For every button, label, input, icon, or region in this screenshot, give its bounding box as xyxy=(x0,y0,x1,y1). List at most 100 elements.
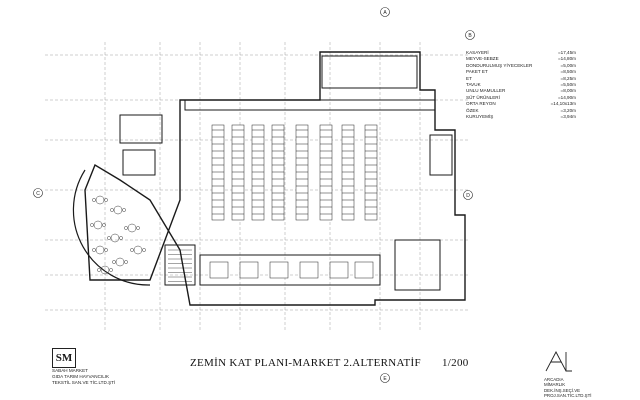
building-outline xyxy=(72,51,466,306)
client-logo: SM xyxy=(52,348,76,368)
axis-bubble: B xyxy=(465,30,475,40)
axis-bubble: D xyxy=(463,190,473,200)
legend-label: ET xyxy=(466,75,472,81)
legend-label: SÜT ÜRÜNLERİ xyxy=(466,94,500,100)
cafe-table xyxy=(110,233,120,243)
cafe-chair xyxy=(97,268,101,272)
entrance-lobby xyxy=(394,239,441,291)
cafe-table xyxy=(95,195,105,205)
back-counter xyxy=(184,99,436,111)
legend-value: =8,25m xyxy=(560,75,576,81)
axis-bubble-circle xyxy=(463,190,473,200)
axis-bubble-circle xyxy=(380,7,390,17)
architect-line-2: MİMARLIK xyxy=(544,382,566,388)
shelving-aisles xyxy=(209,124,378,279)
legend-value: =5,00m xyxy=(560,62,576,68)
drawing-scale: 1/200 xyxy=(441,357,469,369)
legend-row: MEYVE-SEBZE =14,80m xyxy=(466,56,576,62)
legend-label: MEYVE-SEBZE xyxy=(466,56,499,62)
cafe-chair xyxy=(107,236,111,240)
curved-facade xyxy=(72,169,151,286)
shelf-unit xyxy=(319,124,333,221)
legend-label: ORTA REYON xyxy=(466,101,496,107)
legend-row: PAKET ET=8,50m xyxy=(466,69,576,75)
drawing-title-text: ZEMİN KAT PLANI-MARKET 2.ALTERNATİF xyxy=(190,357,421,369)
legend-row: SÜT ÜRÜNLERİ =14,90m xyxy=(466,95,576,101)
drawing-title: ZEMİN KAT PLANI-MARKET 2.ALTERNATİF 1/20… xyxy=(190,357,469,369)
legend-label: DONDURULMUŞ YİYECEKLER xyxy=(466,62,533,68)
legend-row: KASAYERİ=17,45m xyxy=(466,50,576,56)
legend-row: ET =8,25m xyxy=(466,76,576,82)
legend-label: PAKET ET xyxy=(466,69,488,75)
store-room xyxy=(122,149,156,176)
checkout-counter xyxy=(329,261,349,279)
architect-logo-icon xyxy=(545,351,572,372)
legend-row: ÖZEK =3,20m xyxy=(466,108,576,114)
axis-bubble: E xyxy=(380,373,390,383)
legend-value: =14,90m xyxy=(557,94,576,100)
architect-name: ARCADIA xyxy=(544,377,564,382)
client-line-3: TEKSTİL SAN.VE TİC.LTD.ŞTİ xyxy=(52,380,116,385)
legend-value: =3,20m xyxy=(560,107,576,113)
shelf-unit xyxy=(295,124,309,221)
cafe-table xyxy=(93,220,103,230)
legend-value: =5,50m xyxy=(560,82,576,88)
legend-label: KURUYEMİŞ xyxy=(466,114,494,120)
shelf-unit xyxy=(211,124,225,221)
cafe-table xyxy=(127,223,137,233)
cafe-chair xyxy=(124,226,128,230)
side-room xyxy=(429,134,453,176)
cafe-chair xyxy=(92,248,96,252)
checkout-counter xyxy=(299,261,319,279)
legend-value: =3,94m xyxy=(560,114,576,120)
client-block: SM SABAH MARKET GIDA TARIM HAYVANCILIK T… xyxy=(52,348,172,386)
legend-label: UNLU MAMULLER xyxy=(466,88,506,94)
checkout-zone xyxy=(199,254,381,286)
axis-bubble-circle xyxy=(465,30,475,40)
cafe-chair xyxy=(102,223,106,227)
axis-bubble-label: D xyxy=(466,193,470,199)
cafe-chair xyxy=(124,260,128,264)
axis-bubble-label: E xyxy=(383,376,387,382)
checkout-counter xyxy=(209,261,229,279)
axis-bubble-label: B xyxy=(468,33,472,39)
cafe-chair xyxy=(142,248,146,252)
cafe-chair xyxy=(104,198,108,202)
shelf-unit xyxy=(271,124,285,221)
cafe-chair xyxy=(119,236,123,240)
legend-row: ORTA REYON=14,10x13m xyxy=(466,101,576,107)
cafe-chair xyxy=(122,208,126,212)
shelf-unit xyxy=(364,124,378,221)
architect-block: ARCADIA MİMARLIK DEK.İNŞ.SEÇİ.VE PROJ.SA… xyxy=(544,350,614,399)
cafe-chair xyxy=(136,226,140,230)
axis-bubble-label: A xyxy=(383,10,387,16)
cafe-table xyxy=(95,245,105,255)
office-room xyxy=(119,114,163,144)
cafe-chair xyxy=(90,223,94,227)
legend-row: UNLU MAMULLER=8,00m xyxy=(466,88,576,94)
cafe-chair xyxy=(110,208,114,212)
shelf-unit xyxy=(231,124,245,221)
axis-bubble-label: C xyxy=(36,191,40,197)
legend-value: =14,80m xyxy=(557,56,576,62)
cafe-chair xyxy=(130,248,134,252)
legend-label: ÖZEK xyxy=(466,107,479,113)
checkout-counter xyxy=(354,261,374,279)
client-name: SABAH MARKET xyxy=(52,368,88,373)
architect-line-4: PROJ.SAN.TİC.LTD.ŞTİ xyxy=(544,393,592,399)
architect-line-3: DEK.İNŞ.SEÇİ.VE xyxy=(544,387,581,393)
cafe-table xyxy=(133,245,143,255)
axis-bubble: A xyxy=(380,7,390,17)
legend-row: KURUYEMİŞ =3,94m xyxy=(466,114,576,120)
legend-row: DONDURULMUŞ YİYECEKLER =5,00m xyxy=(466,63,576,69)
legend-label: TAVUK xyxy=(466,82,481,88)
cafe-seating xyxy=(90,195,146,275)
cafe-chair xyxy=(112,260,116,264)
axis-markers: A B C D E xyxy=(33,7,475,383)
checkout-counter xyxy=(239,261,259,279)
legend-label: KASAYERİ xyxy=(466,50,489,55)
axis-bubble-circle xyxy=(380,373,390,383)
checkout-counter xyxy=(269,261,289,279)
